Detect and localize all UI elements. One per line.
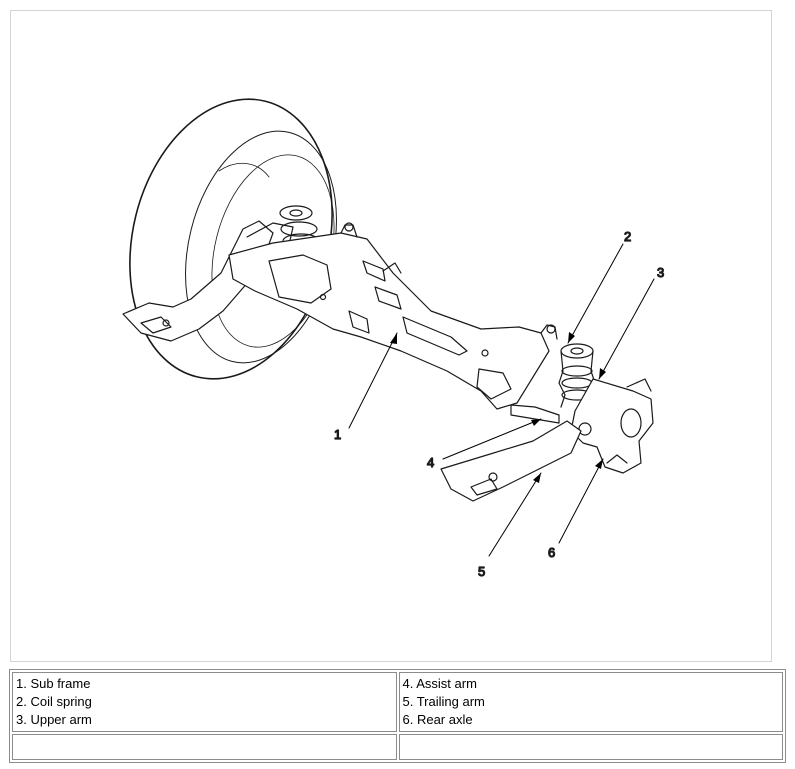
legend-item-upper-arm: 3. Upper arm [16, 712, 92, 727]
legend-item-assist-arm: 4. Assist arm [402, 676, 477, 691]
legend-cell-left: 1. Sub frame 2. Coil spring 3. Upper arm [12, 672, 397, 732]
assist-arm [510, 404, 560, 424]
callout-number-1: 1 [334, 427, 341, 442]
legend-row: 1. Sub frame 2. Coil spring 3. Upper arm… [12, 672, 783, 732]
callout-arrowheads [390, 332, 606, 483]
legend-blank-row [12, 734, 783, 760]
callout-number-4: 4 [427, 455, 434, 470]
right-knuckle [570, 378, 654, 474]
legend-item-sub-frame: 1. Sub frame [16, 676, 91, 691]
callout-number-5: 5 [478, 564, 485, 579]
legend-blank-cell-left [12, 734, 397, 760]
legend-item-coil-spring: 2. Coil spring [16, 694, 92, 709]
parts-legend-table: 1. Sub frame 2. Coil spring 3. Upper arm… [9, 669, 786, 763]
callout-number-2: 2 [624, 229, 631, 244]
sub-frame [228, 222, 558, 410]
suspension-figure: 1 2 3 4 5 6 [10, 10, 772, 662]
callout-leaders [348, 243, 655, 557]
callout-number-3: 3 [657, 265, 664, 280]
callout-number-6: 6 [548, 545, 555, 560]
legend-cell-right: 4. Assist arm 5. Trailing arm 6. Rear ax… [398, 672, 783, 732]
rear-suspension-drawing: 1 2 3 4 5 6 [122, 98, 665, 580]
legend-item-trailing-arm: 5. Trailing arm [402, 694, 485, 709]
trailing-arm [440, 420, 582, 502]
legend-item-rear-axle: 6. Rear axle [402, 712, 473, 727]
legend-blank-cell-right [398, 734, 783, 760]
